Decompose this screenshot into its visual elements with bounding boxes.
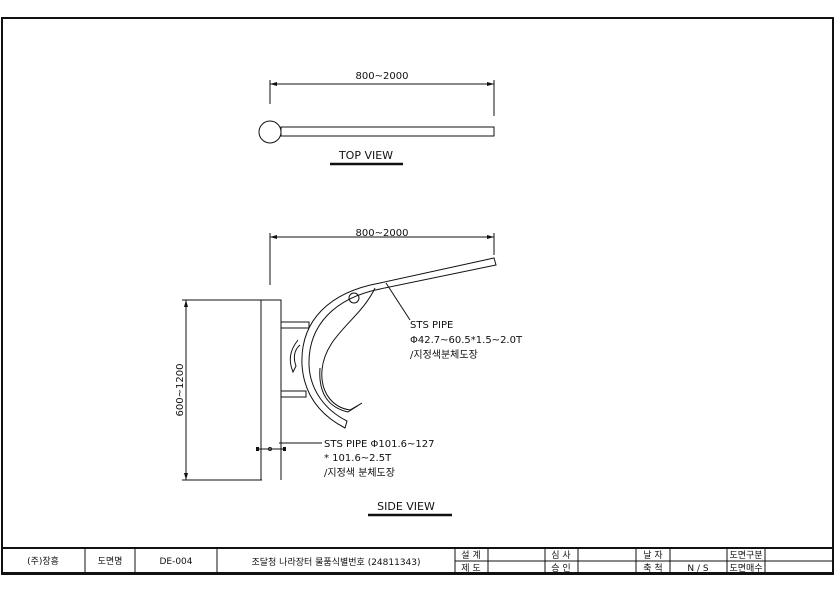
arm-pipe-top	[280, 126, 495, 137]
post-callout-line2: * 101.6~2.5T	[324, 453, 392, 464]
drawing-number: DE-004	[159, 557, 192, 567]
post-pipe	[260, 299, 282, 480]
arm-callout-line2: Φ42.7~60.5*1.5~2.0T	[410, 335, 523, 346]
category-label: 도면구분	[729, 550, 762, 561]
arm-callout-line3: /지정색분체도장	[410, 349, 478, 361]
review-label: 심 사	[551, 550, 571, 561]
post-circle	[258, 120, 282, 144]
top-view-title: TOP VIEW	[338, 149, 393, 162]
top-dimension-label: 800~2000	[356, 71, 409, 82]
company-name: (주)장흥	[27, 555, 59, 567]
title-block: (주)장흥 도면명 DE-004 조달청 나라장터 물품식별번호 (248113…	[1, 547, 834, 574]
drawing-description: 조달청 나라장터 물품식별번호 (24811343)	[251, 556, 420, 568]
post-callout-line1: STS PIPE Φ101.6~127	[324, 439, 434, 450]
drawing-frame	[1, 17, 834, 575]
draft-label: 제 도	[461, 563, 480, 574]
arm-callout-line1: STS PIPE	[410, 320, 453, 331]
side-view-title: SIDE VIEW	[377, 500, 435, 513]
curved-arm	[301, 257, 497, 429]
drawing-name-label: 도면명	[98, 556, 123, 567]
post-callout-line3: /지정색 분체도장	[324, 467, 395, 479]
height-dimension-label: 600~1200	[175, 364, 186, 417]
sheets-label: 도면매수	[729, 563, 762, 574]
side-view: 800~2000 600~1200 STS PIPE Φ42.7~60.5*1.…	[175, 228, 523, 517]
top-view: 800~2000 TOP VIEW	[258, 71, 495, 166]
design-label: 설 계	[461, 549, 480, 561]
scale-value: N / S	[687, 564, 708, 574]
date-label: 날 자	[643, 550, 663, 561]
scale-label: 축 척	[643, 563, 662, 574]
side-dimension-label: 800~2000	[356, 228, 409, 239]
approve-label: 승 인	[551, 563, 570, 574]
